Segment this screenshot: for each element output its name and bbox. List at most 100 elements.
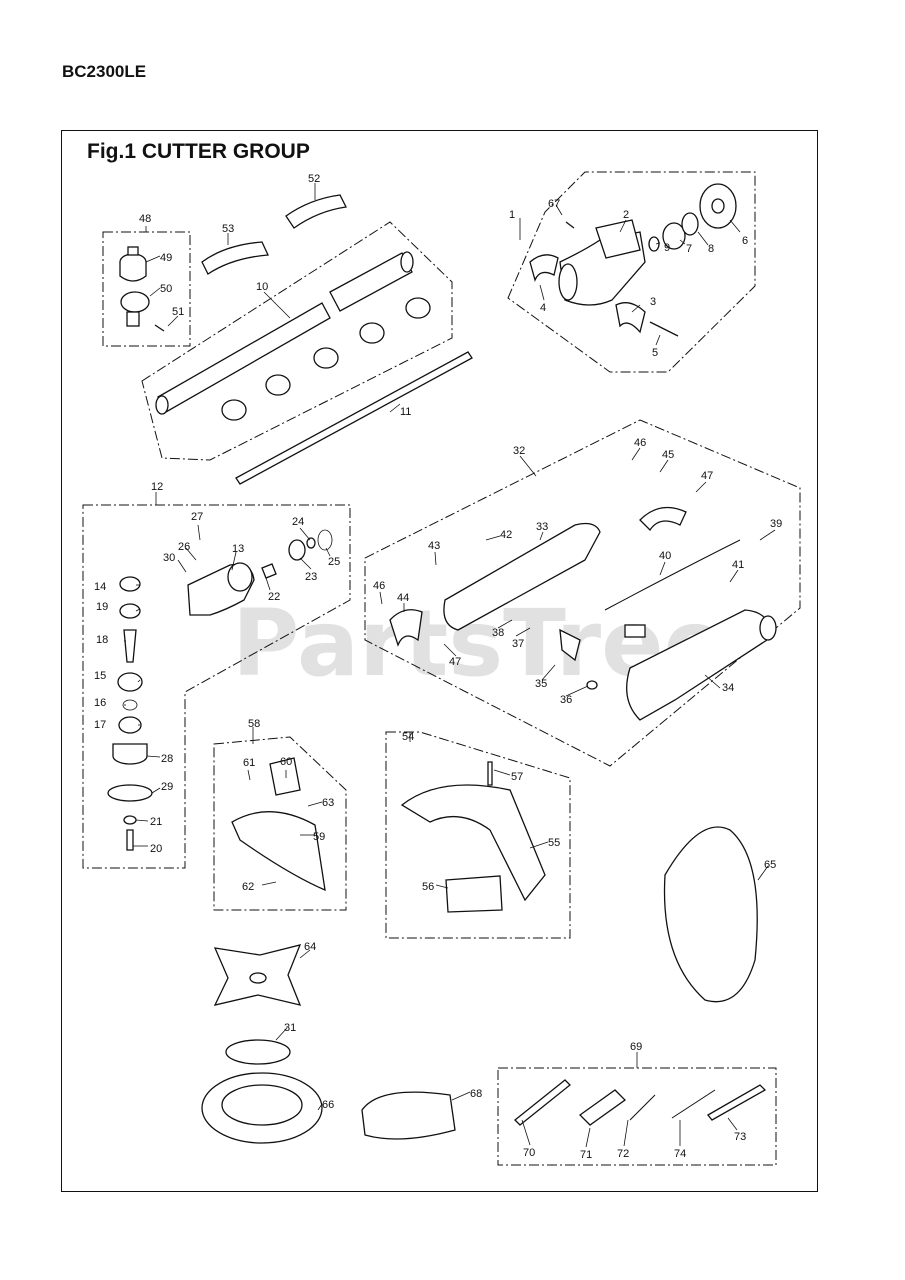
callout-27: 27 — [191, 511, 203, 523]
callout-52: 52 — [308, 173, 320, 185]
bolt-57-part — [487, 761, 493, 786]
figure-frame — [61, 130, 818, 1192]
callout-69: 69 — [630, 1041, 642, 1053]
grip-53-part — [201, 241, 269, 275]
ring-25-part — [317, 529, 333, 551]
spanner-73-part — [707, 1084, 767, 1121]
shaft-tube-10-part — [155, 251, 414, 415]
bolt-5-part — [649, 321, 679, 337]
shaft-18-part — [123, 629, 137, 663]
screw-51-part — [154, 324, 165, 332]
callout-18: 18 — [96, 634, 108, 646]
callout-13: 13 — [232, 543, 244, 555]
leader-lines — [124, 183, 776, 1148]
callout-47a: 47 — [701, 470, 713, 482]
callout-66: 66 — [322, 1099, 334, 1111]
callout-62: 62 — [242, 881, 254, 893]
callout-57: 57 — [511, 771, 523, 783]
callout-2: 2 — [623, 209, 629, 221]
clamp-44-part — [389, 609, 423, 647]
switch-41-part — [624, 624, 646, 638]
group-1-outline — [507, 171, 756, 373]
callout-28: 28 — [161, 753, 173, 765]
callout-12: 12 — [151, 481, 163, 493]
callout-72: 72 — [617, 1148, 629, 1160]
callout-9: 9 — [664, 242, 670, 254]
ring-8-part — [681, 212, 699, 236]
tool-70-part — [514, 1079, 571, 1126]
callout-25: 25 — [328, 556, 340, 568]
callout-48: 48 — [139, 213, 151, 225]
callout-61: 61 — [243, 757, 255, 769]
callout-29: 29 — [161, 781, 173, 793]
cable-40-part — [604, 539, 741, 611]
callout-65: 65 — [764, 859, 776, 871]
ring-16-part — [122, 699, 138, 711]
callout-60: 60 — [280, 756, 292, 768]
holder-28-part — [112, 743, 148, 765]
washer-24-part — [306, 537, 316, 549]
callout-21: 21 — [150, 816, 162, 828]
group-12-outline — [82, 504, 351, 869]
clamp-45-part — [639, 506, 687, 532]
nut-22-part — [261, 563, 277, 579]
callout-70: 70 — [523, 1147, 535, 1159]
callout-74: 74 — [674, 1148, 686, 1160]
figure-title: Fig.1 CUTTER GROUP — [87, 140, 310, 163]
group-10-outline — [141, 221, 453, 461]
group-58-outline — [213, 736, 347, 911]
group-54-outline — [385, 731, 571, 939]
callout-51: 51 — [172, 306, 184, 318]
callout-67: 67 — [548, 198, 560, 210]
callout-59: 59 — [313, 831, 325, 843]
callout-44: 44 — [397, 592, 409, 604]
bearing-7-part — [662, 222, 686, 250]
callout-71: 71 — [580, 1149, 592, 1161]
callout-38: 38 — [492, 627, 504, 639]
bolt-20-part — [126, 829, 134, 851]
callout-45: 45 — [662, 449, 674, 461]
screw-67-part — [565, 221, 575, 229]
clamp-4-part — [529, 254, 559, 282]
callout-33: 33 — [536, 521, 548, 533]
cup-31-part — [225, 1039, 291, 1065]
group-48-outline — [102, 231, 191, 347]
callout-10: 10 — [256, 281, 268, 293]
callout-50: 50 — [160, 283, 172, 295]
callout-17: 17 — [94, 719, 106, 731]
washer-21-part — [123, 815, 137, 825]
harness-65-part — [663, 826, 758, 1003]
handle-33-part — [443, 522, 601, 631]
wrench-71-part — [578, 1089, 627, 1126]
callout-6: 6 — [742, 235, 748, 247]
gear-head-13-part — [187, 562, 255, 616]
callout-1: 1 — [509, 209, 515, 221]
bearing-23-part — [288, 539, 306, 561]
clamp-3-part — [615, 302, 646, 334]
key-72-part — [629, 1094, 656, 1121]
cover-6-part — [699, 183, 737, 229]
callout-46b: 46 — [373, 580, 385, 592]
key-74-part — [671, 1089, 716, 1119]
callout-73: 73 — [734, 1131, 746, 1143]
bracket-60-part — [269, 757, 301, 796]
callout-31: 31 — [284, 1022, 296, 1034]
callout-36: 36 — [560, 694, 572, 706]
callout-63: 63 — [322, 797, 334, 809]
grip-52-part — [285, 194, 347, 229]
callout-8: 8 — [708, 243, 714, 255]
callout-49: 49 — [160, 252, 172, 264]
gear-case-2-part — [558, 219, 646, 306]
callout-68: 68 — [470, 1088, 482, 1100]
spring-36-part — [586, 680, 598, 690]
callout-53: 53 — [222, 223, 234, 235]
callout-35: 35 — [535, 678, 547, 690]
bearing-15-part — [117, 672, 143, 692]
callout-32: 32 — [513, 445, 525, 457]
bushings-part — [221, 297, 431, 421]
callout-22: 22 — [268, 591, 280, 603]
callout-7: 7 — [686, 243, 692, 255]
callout-3: 3 — [650, 296, 656, 308]
callout-26: 26 — [178, 541, 190, 553]
